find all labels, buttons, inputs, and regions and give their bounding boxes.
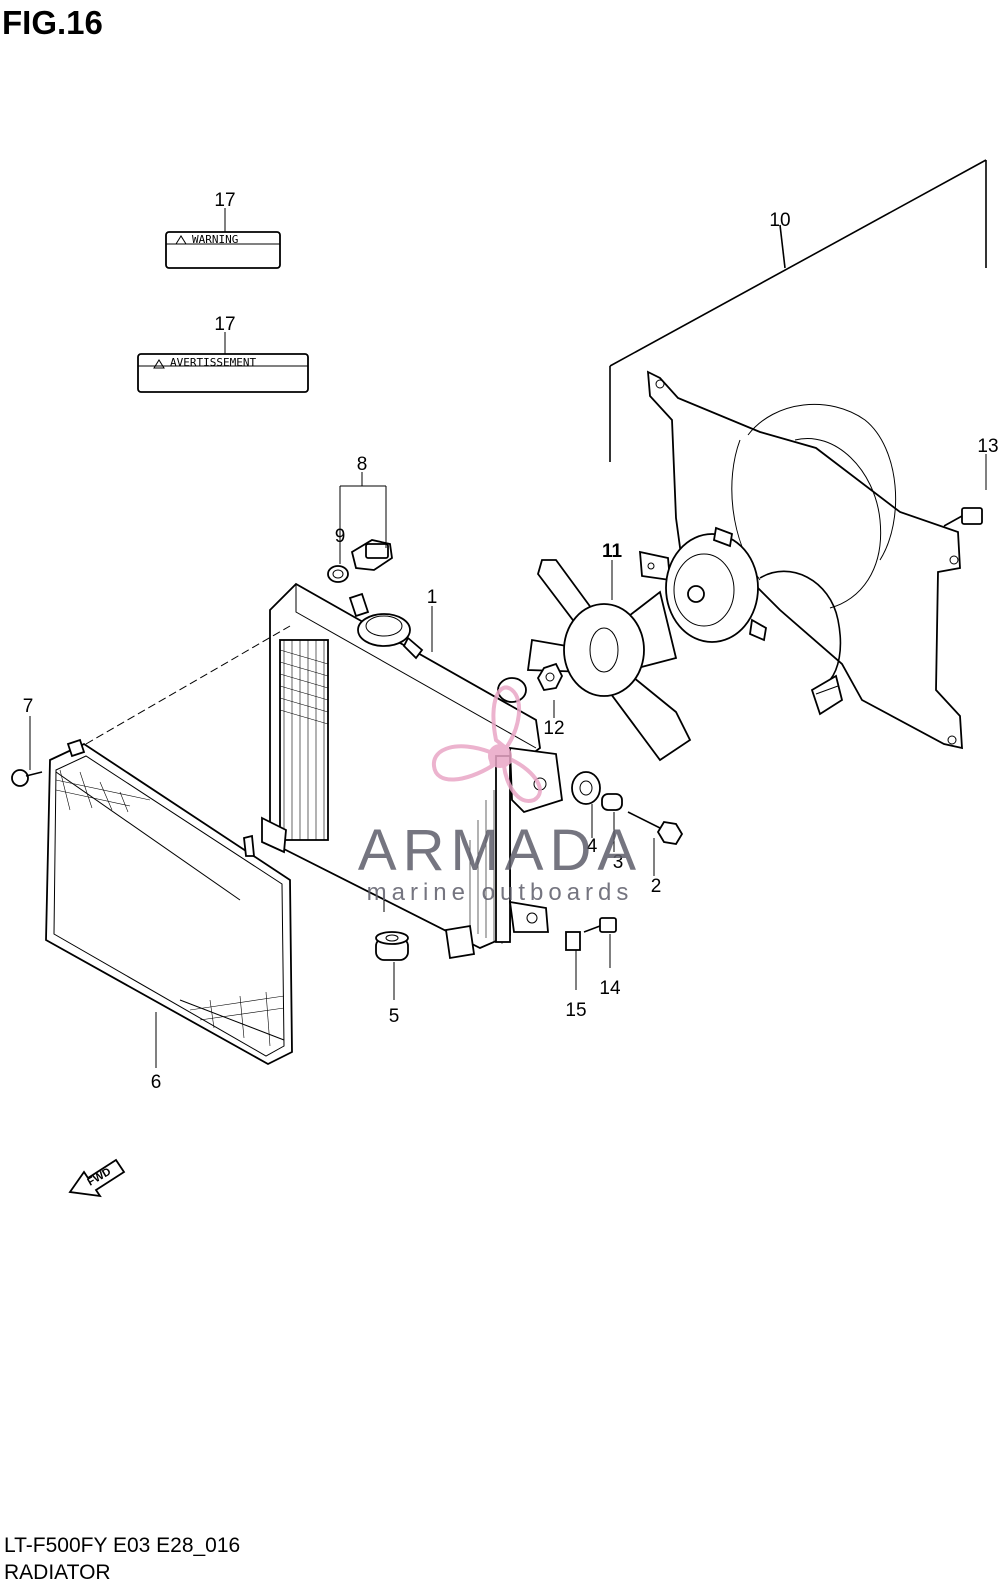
callout-5: 5	[389, 1006, 400, 1027]
clip-nut-15	[565, 931, 581, 951]
mount-cushion-5	[375, 931, 409, 961]
warning-label	[165, 231, 281, 269]
callout-11: 11	[602, 541, 623, 562]
avertissement-label	[137, 353, 309, 393]
callout-numbers: 17 17 10 13 8 9 11 1 12 7 4 3 2 14 15 5 …	[23, 190, 999, 1093]
fan-nut	[536, 662, 564, 691]
callout-2: 2	[651, 876, 662, 897]
radiator-screen	[45, 738, 293, 1066]
mount-cushion-4	[571, 771, 601, 805]
watermark-tagline: marine outboards	[367, 879, 634, 906]
callout-9: 9	[335, 526, 346, 547]
fan-motor	[665, 526, 767, 643]
collar-3	[601, 793, 623, 811]
callout-1: 1	[427, 587, 438, 608]
callout-13: 13	[977, 436, 998, 457]
propeller-logo	[431, 685, 542, 803]
avertissement-label-text: AVERTISSEMENT	[170, 356, 256, 369]
warning-label-text: WARNING	[192, 233, 238, 246]
callout-16: 17	[214, 190, 235, 211]
fan-shroud	[639, 370, 963, 750]
callout-10: 10	[769, 210, 790, 231]
callout-8: 8	[357, 454, 368, 475]
callout-17: 17	[214, 314, 235, 335]
thermo-switch	[350, 539, 393, 571]
screen-mesh	[55, 769, 285, 1047]
callout-14: 14	[599, 978, 621, 999]
callout-3: 3	[613, 852, 624, 873]
leader-lines	[29, 208, 987, 1068]
shroud-bolt	[943, 507, 983, 527]
callout-4: 4	[587, 836, 598, 857]
watermark-brand: ARMADA	[358, 818, 642, 883]
model-code: LT-F500FY E03 E28_016	[4, 1534, 241, 1557]
fan-wiring-connector	[759, 570, 844, 716]
callout-15: 15	[565, 1000, 586, 1021]
callout-12: 12	[543, 718, 564, 739]
fwd-direction-arrow: FWD	[68, 1158, 126, 1198]
o-ring	[327, 565, 349, 583]
figure-title: FIG.16	[2, 4, 103, 41]
cooling-fan	[526, 559, 692, 762]
radiator-fins	[279, 640, 503, 944]
mount-bolt-2	[627, 811, 684, 845]
armada-watermark: ARMADA marine outboards	[358, 685, 642, 906]
section-name: RADIATOR	[4, 1561, 111, 1584]
callout-7: 7	[23, 696, 34, 717]
fan-shroud-outline	[609, 159, 987, 462]
callout-6: 6	[151, 1072, 162, 1093]
screen-screw	[11, 769, 43, 787]
bolt-14	[583, 917, 617, 933]
